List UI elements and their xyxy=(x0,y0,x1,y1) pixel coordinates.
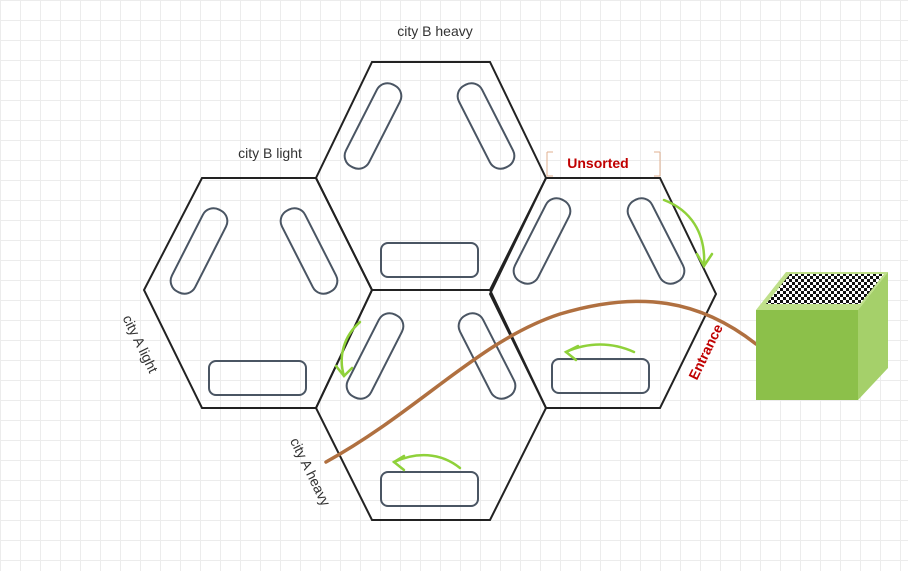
slot xyxy=(343,82,403,170)
conveyor-path xyxy=(324,299,758,464)
label-city-b-light: city B light xyxy=(238,145,302,161)
qr-code-icon xyxy=(766,274,884,304)
hex-cells xyxy=(142,61,718,521)
slot xyxy=(380,242,479,278)
slot xyxy=(551,358,650,394)
green-arrow xyxy=(695,252,714,269)
slot xyxy=(456,82,516,170)
slot xyxy=(279,207,339,295)
hex-city-b-heavy xyxy=(314,61,548,291)
hex-unsorted xyxy=(488,177,718,409)
green-arrow xyxy=(340,320,362,378)
unsorted-bracket xyxy=(546,151,661,177)
entrance-box xyxy=(756,272,888,400)
green-arrow xyxy=(662,198,706,268)
label-unsorted: Unsorted xyxy=(567,155,628,171)
slot xyxy=(512,197,572,285)
slot xyxy=(169,207,229,295)
green-arrow xyxy=(334,364,354,378)
green-arrow xyxy=(563,344,580,362)
green-arrow xyxy=(391,454,406,472)
label-entrance: Entrance xyxy=(685,321,726,382)
slot xyxy=(208,360,307,396)
slot xyxy=(457,312,517,400)
label-city-a-heavy: city A heavy xyxy=(287,435,334,508)
flow-arrows xyxy=(334,198,714,472)
label-city-b-heavy: city B heavy xyxy=(397,23,472,39)
slot xyxy=(345,312,405,400)
label-city-a-light: city A light xyxy=(120,312,162,375)
slot xyxy=(380,471,479,507)
hex-city-a-heavy xyxy=(314,289,548,521)
slots xyxy=(169,82,686,507)
box-front xyxy=(756,310,858,400)
box-side xyxy=(858,272,888,400)
slot xyxy=(626,197,686,285)
